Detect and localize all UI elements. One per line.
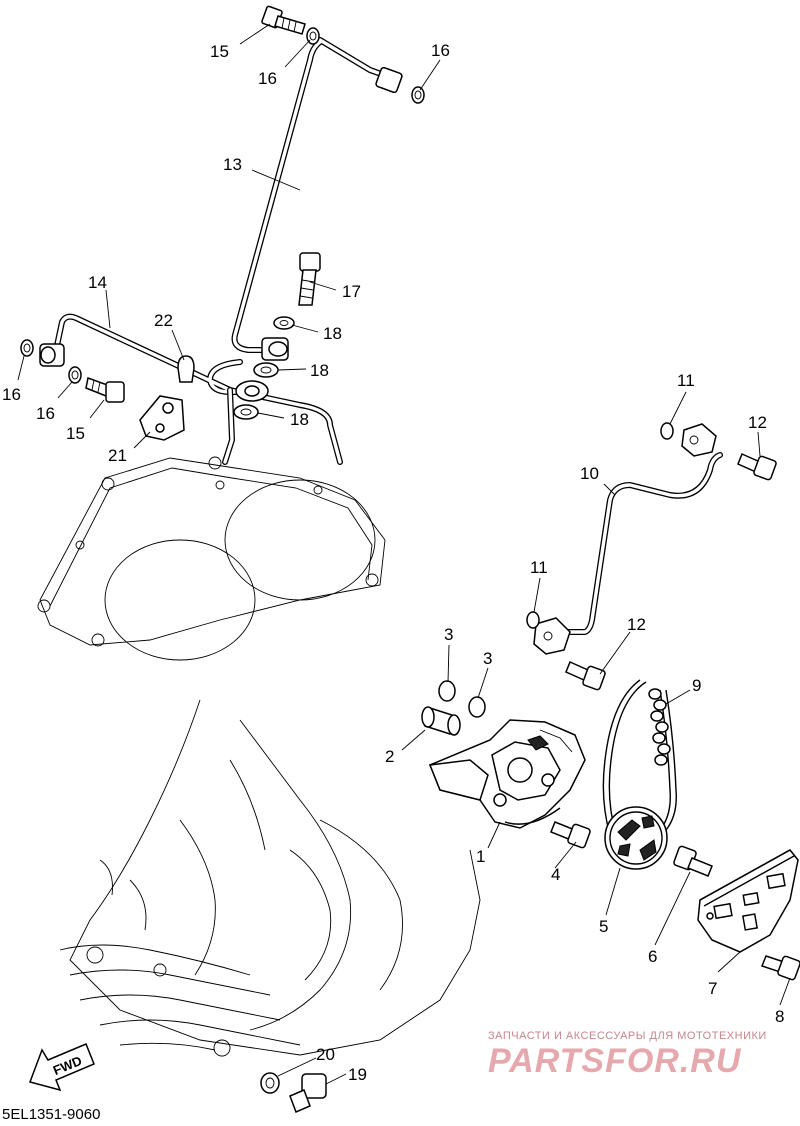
gasket-18-c (233, 404, 259, 420)
callout-20: 20 (316, 1045, 335, 1064)
bolt-8 (761, 955, 800, 981)
callout-5: 5 (599, 917, 608, 936)
gasket-18-b (253, 362, 279, 378)
oil-pump-1 (428, 719, 586, 829)
callout-16-top-right: 16 (431, 41, 450, 60)
union-bolt-15-top (261, 5, 306, 35)
bolt-12-top (737, 452, 777, 481)
callout-10: 10 (580, 464, 599, 483)
callout-15-left: 15 (66, 424, 85, 443)
gasket-16-left-lower (68, 366, 82, 384)
o-ring-11-bottom (526, 611, 540, 629)
drain-bolt-19 (289, 1073, 327, 1113)
callout-11-bottom: 11 (530, 558, 548, 577)
callout-8: 8 (775, 1007, 784, 1026)
oil-pipe-10 (533, 423, 723, 655)
oil-delivery-pipe-14 (39, 313, 343, 465)
callout-19: 19 (348, 1065, 367, 1084)
leader-lines (17, 23, 791, 1085)
callout-18-a: 18 (323, 324, 342, 343)
bolt-6 (673, 845, 713, 877)
gasket-16-left (20, 339, 34, 357)
gasket-16-top-right (411, 86, 425, 104)
callout-14: 14 (88, 273, 107, 292)
union-bolt-17 (298, 252, 321, 306)
callout-18-b: 18 (310, 361, 329, 380)
bolt-12-bottom (565, 660, 606, 691)
union-bolt-15-left (85, 376, 125, 403)
oil-delivery-pipe-13 (231, 37, 403, 361)
callout-9: 9 (692, 676, 701, 695)
callout-numbers: 15 16 16 13 14 17 22 18 18 18 16 16 15 2… (2, 41, 784, 1084)
callout-3-right: 3 (483, 649, 492, 668)
callout-13: 13 (223, 155, 242, 174)
diagram-code: 5EL1351-9060 (2, 1106, 101, 1123)
callout-15-top: 15 (210, 42, 229, 61)
callout-16-top-left: 16 (258, 69, 277, 88)
sprocket-5 (604, 806, 668, 870)
callout-2: 2 (385, 747, 394, 766)
o-ring-3-left (438, 680, 456, 702)
callout-7: 7 (708, 979, 717, 998)
callout-21: 21 (108, 446, 127, 465)
watermark-logo: PARTSFOR.RU (488, 1042, 742, 1080)
callout-17: 17 (342, 282, 361, 301)
callout-12-top: 12 (748, 413, 767, 432)
o-ring-11-top (660, 422, 674, 440)
gasket-18-a (273, 316, 295, 330)
fwd-arrow-icon: FWD (29, 1043, 95, 1092)
callout-18-c: 18 (290, 410, 309, 429)
callout-3-left: 3 (444, 625, 453, 644)
callout-6: 6 (648, 947, 657, 966)
cover-7 (697, 849, 799, 953)
callout-12-bottom: 12 (627, 615, 646, 634)
callout-11-top: 11 (677, 371, 695, 390)
gasket-20 (260, 1072, 280, 1094)
holder-21 (139, 395, 185, 441)
engine-outline (37, 456, 481, 1057)
callout-1: 1 (476, 847, 485, 866)
callout-16-left: 16 (2, 385, 21, 404)
o-ring-3-right (468, 696, 486, 718)
chain-9 (602, 679, 677, 836)
pipe-2 (421, 706, 461, 736)
watermark-tagline: ЗАПЧАСТИ И АКСЕССУАРЫ ДЛЯ МОТОТЕХНИКИ (488, 1030, 767, 1042)
callout-4: 4 (551, 865, 560, 884)
callout-16-left-lower: 16 (36, 404, 55, 423)
clamp-22 (177, 355, 195, 383)
callout-22: 22 (154, 311, 173, 330)
bolt-4 (550, 821, 591, 849)
